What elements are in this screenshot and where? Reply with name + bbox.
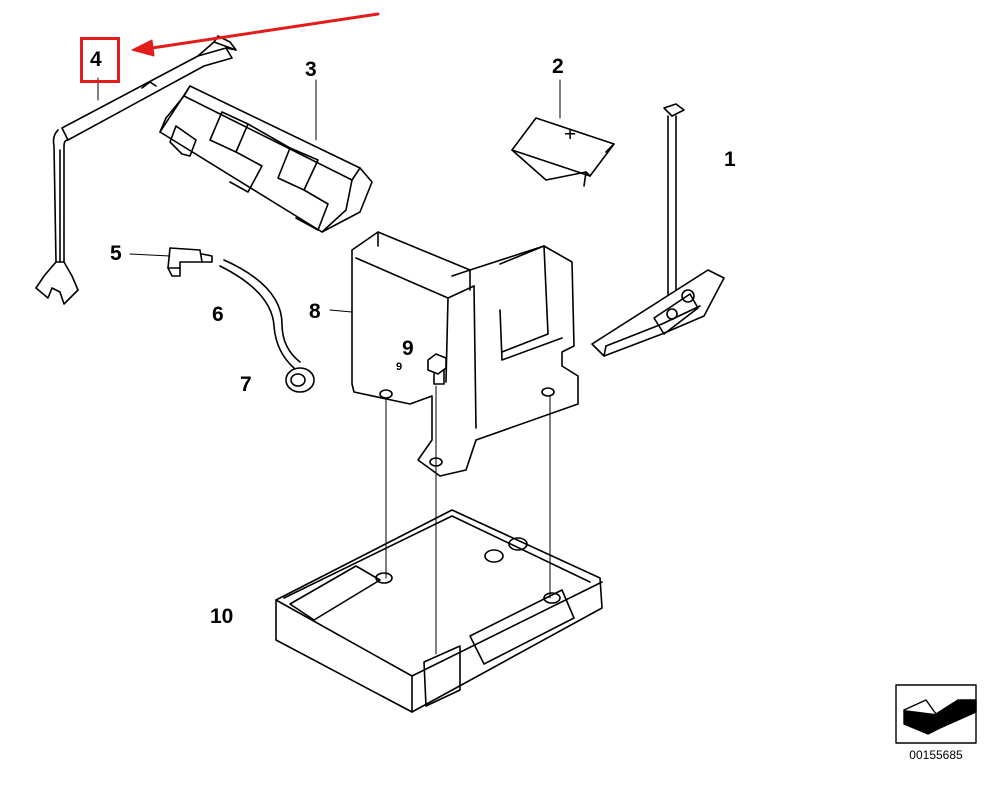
part-2-terminal-cover[interactable] (511, 117, 615, 187)
part-2-plus-symbol: + (564, 123, 577, 146)
callout-8[interactable]: 8 (309, 300, 321, 323)
part-10-tray[interactable] (275, 509, 603, 713)
part-9-bolt[interactable] (427, 353, 447, 385)
red-arrow-icon (131, 12, 380, 57)
part-7-grommet[interactable] (285, 367, 315, 393)
part-4-bracket[interactable] (35, 35, 237, 305)
callout-7[interactable]: 7 (240, 373, 252, 396)
callout-4[interactable]: 4 (90, 48, 102, 71)
view-direction-icon (895, 684, 977, 744)
part-5-elbow-fitting[interactable] (167, 247, 213, 277)
callout-1[interactable]: 1 (724, 148, 736, 171)
callout-6[interactable]: 6 (212, 303, 224, 326)
document-number: 00155685 (909, 748, 963, 762)
part-6-hose[interactable] (219, 259, 301, 369)
alignment-lines (385, 385, 551, 655)
callout-5[interactable]: 5 (110, 242, 122, 265)
callout-9-small: 9 (396, 361, 403, 373)
callout-3[interactable]: 3 (305, 58, 317, 81)
part-1-clamp[interactable] (591, 103, 725, 357)
callout-9[interactable]: 9 (402, 337, 414, 360)
part-3-cover[interactable] (159, 85, 373, 233)
callout-10[interactable]: 10 (210, 605, 234, 628)
highlight-box (80, 37, 120, 83)
callout-2[interactable]: 2 (552, 55, 564, 78)
